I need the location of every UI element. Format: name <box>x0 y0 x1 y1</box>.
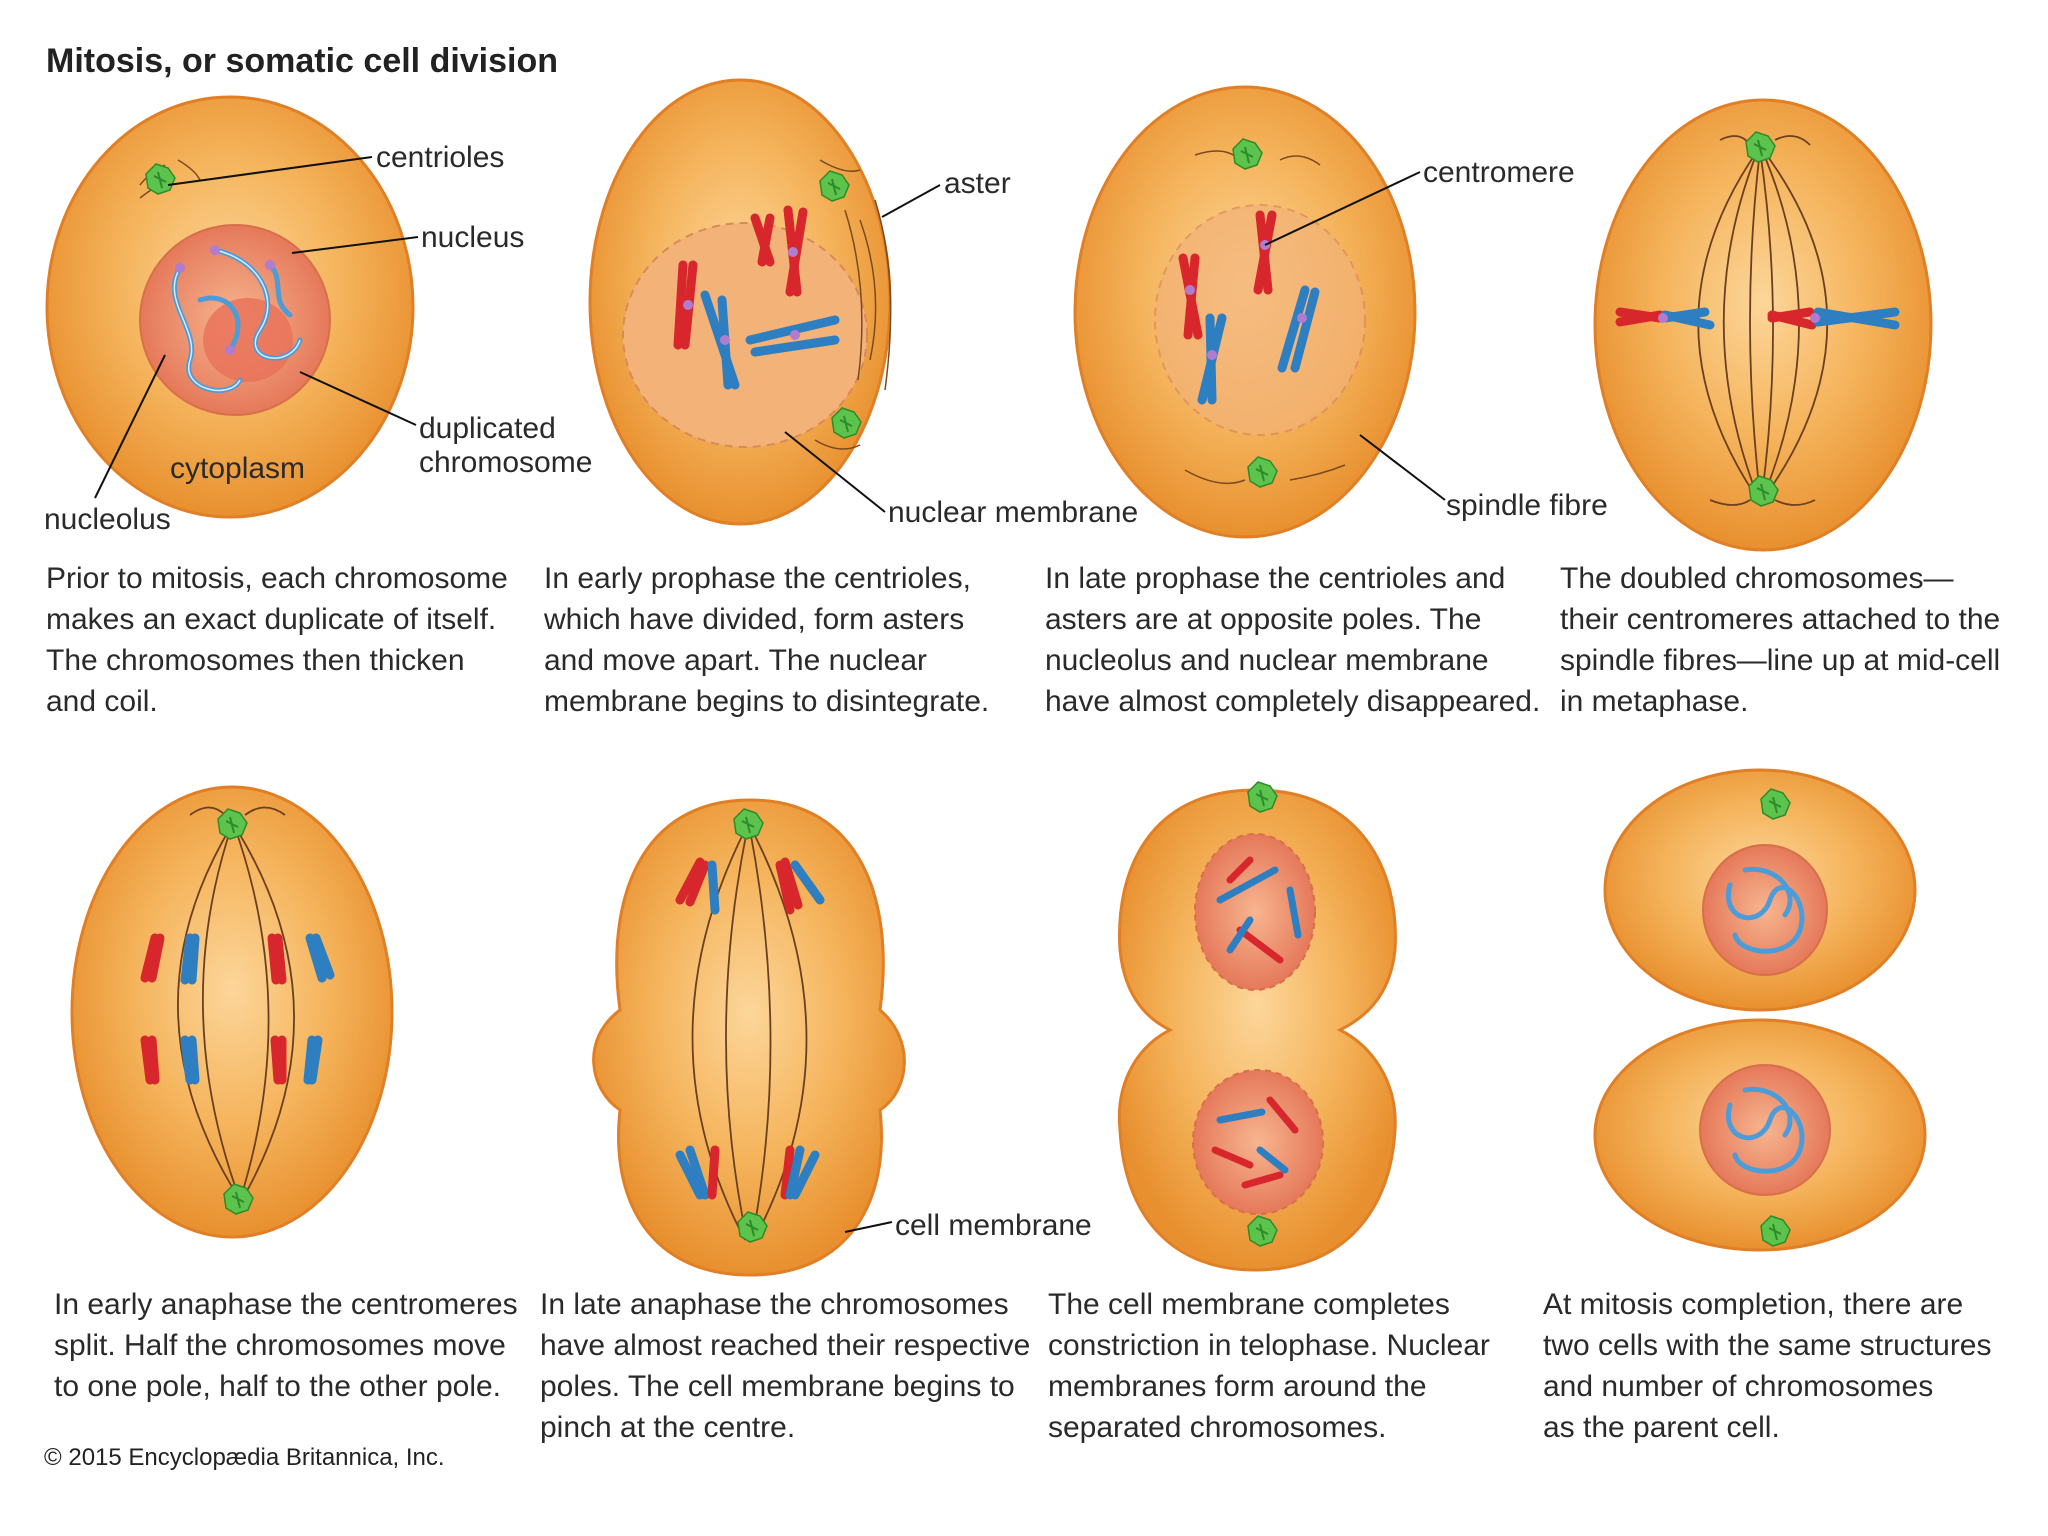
label-centromere: centromere <box>1423 156 1575 189</box>
label-cytoplasm: cytoplasm <box>170 452 305 485</box>
caption-interphase: Prior to mitosis, each chromosome makes … <box>46 562 508 718</box>
caption-metaphase: The doubled chromosomes— their centromer… <box>1560 562 2001 718</box>
page-title: Mitosis, or somatic cell division <box>46 42 559 80</box>
cell-daughters <box>1593 768 1927 1252</box>
cell-telophase <box>1117 781 1397 1272</box>
caption-late-prophase: In late prophase the centrioles and aste… <box>1045 562 1541 718</box>
caption-early-anaphase: In early anaphase the centromeres split.… <box>54 1288 518 1403</box>
label-duplicated: duplicated <box>419 412 556 445</box>
caption-completion: At mitosis completion, there are two cel… <box>1543 1288 1992 1444</box>
cell-late-anaphase <box>592 798 906 1277</box>
nucleolus <box>203 298 293 382</box>
cell-late-prophase <box>1073 85 1417 539</box>
label-nucleus: nucleus <box>421 221 524 254</box>
cell-early-anaphase <box>70 785 394 1239</box>
label-chromosome: chromosome <box>419 446 592 479</box>
label-cell-membrane: cell membrane <box>895 1209 1092 1242</box>
cell-metaphase <box>1593 98 1933 552</box>
label-centrioles: centrioles <box>376 141 504 174</box>
cell-early-prophase <box>588 78 892 526</box>
caption-late-anaphase: In late anaphase the chromosomes have al… <box>540 1288 1031 1444</box>
caption-early-prophase: In early prophase the centrioles, which … <box>544 562 990 718</box>
label-spindle-fibre: spindle fibre <box>1446 489 1608 522</box>
label-nuclear-membrane: nuclear membrane <box>888 496 1138 529</box>
caption-telophase: The cell membrane completes constriction… <box>1048 1288 1490 1444</box>
cell-interphase <box>45 95 415 519</box>
label-nucleolus: nucleolus <box>44 503 171 536</box>
centriole-icon <box>1247 781 1278 813</box>
copyright-text: © 2015 Encyclopædia Britannica, Inc. <box>44 1444 445 1471</box>
label-aster: aster <box>944 167 1011 200</box>
